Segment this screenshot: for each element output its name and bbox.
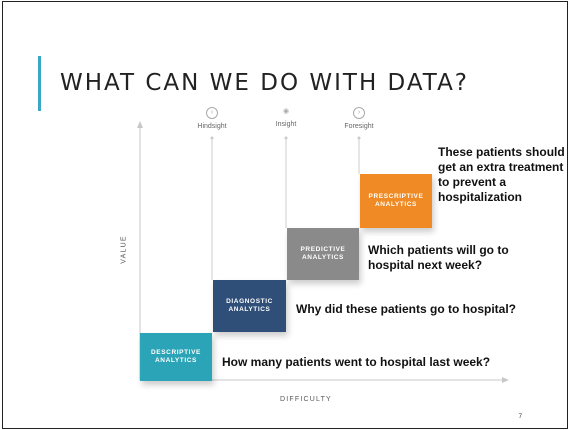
header-label: Foresight bbox=[344, 123, 374, 130]
block-label: PRESCRIPTIVE ANALYTICS bbox=[368, 193, 424, 208]
header-hindsight: ‹ Hindsight bbox=[182, 107, 242, 130]
title-accent-bar bbox=[38, 56, 41, 111]
block-label: DIAGNOSTIC ANALYTICS bbox=[226, 298, 273, 313]
block-descriptive: DESCRIPTIVE ANALYTICS bbox=[140, 333, 212, 381]
forward-arrow-icon: › bbox=[353, 107, 365, 119]
header-foresight: › Foresight bbox=[329, 107, 389, 130]
slide-title: WHAT CAN WE DO WITH DATA? bbox=[60, 70, 470, 96]
block-prescriptive: PRESCRIPTIVE ANALYTICS bbox=[360, 174, 432, 228]
block-predictive: PREDICTIVE ANALYTICS bbox=[287, 228, 359, 280]
block-label: PREDICTIVE ANALYTICS bbox=[300, 246, 346, 261]
eye-icon: ◉ bbox=[282, 108, 290, 115]
x-axis-label: DIFFICULTY bbox=[280, 396, 332, 403]
question-predictive: Which patients will go to hospital next … bbox=[368, 243, 509, 272]
block-diagnostic: DIAGNOSTIC ANALYTICS bbox=[213, 280, 286, 332]
y-axis-label: VALUE bbox=[120, 235, 128, 264]
header-label: Hindsight bbox=[197, 123, 227, 130]
back-arrow-icon: ‹ bbox=[206, 107, 218, 119]
page-number: 7 bbox=[518, 414, 522, 420]
block-label: DESCRIPTIVE ANALYTICS bbox=[151, 349, 201, 364]
header-insight: ◉ Insight bbox=[256, 107, 316, 128]
question-prescriptive: These patients should get an extra treat… bbox=[438, 145, 565, 204]
question-diagnostic: Why did these patients go to hospital? bbox=[296, 302, 517, 316]
header-label: Insight bbox=[275, 121, 297, 128]
question-descriptive: How many patients went to hospital last … bbox=[222, 355, 491, 369]
